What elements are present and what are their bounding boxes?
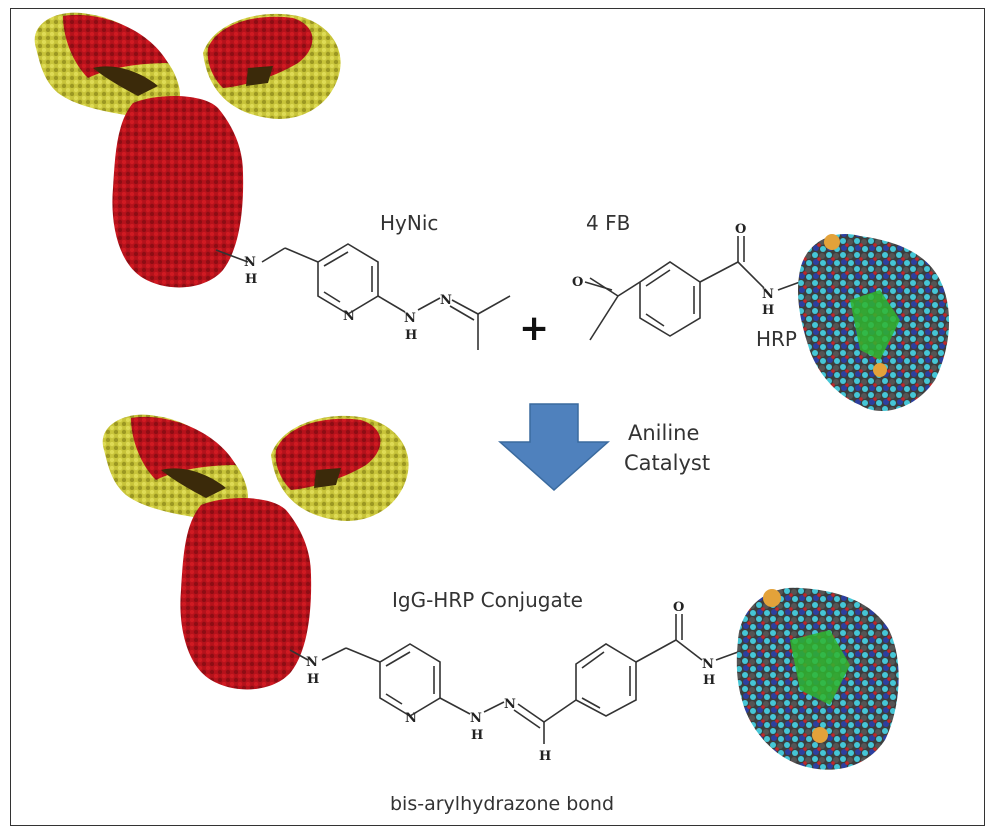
atom-ketone-o: O <box>572 275 583 290</box>
hrp-top-orange-atom-2 <box>873 363 887 377</box>
catalyst-label-line1: Aniline <box>628 421 699 445</box>
reaction-arrow <box>498 403 610 492</box>
atom-amide-h-bot: H <box>703 673 715 688</box>
atom-pyr-n-top: N <box>343 309 355 324</box>
atom-hydrazine-h-bot: H <box>471 728 483 743</box>
fourfb-structure <box>584 236 801 341</box>
atom-hydrazine-n2-bot: N <box>504 697 516 712</box>
hrp-top-orange-atom <box>824 234 840 250</box>
label-hynic: HyNic <box>380 211 438 235</box>
atom-hydrazine-n1-top: N <box>404 311 416 326</box>
atom-amide-n-bot: N <box>702 657 714 672</box>
atom-amide-o-bot: O <box>673 600 684 615</box>
atom-nh-bot: N <box>306 655 318 670</box>
atom-nh-top: N <box>244 255 256 270</box>
atom-h-bot: H <box>307 672 319 687</box>
catalyst-label-line2: Catalyst <box>624 451 710 475</box>
atom-hydrazine-h-top: H <box>405 328 417 343</box>
atom-hydrazine-n1-bot: N <box>470 711 482 726</box>
conjugate-structure <box>289 614 739 744</box>
atom-h-top: H <box>245 272 257 287</box>
label-hrp: HRP <box>756 327 797 351</box>
atom-amide-h-top: H <box>762 303 774 318</box>
hynic-structure <box>215 243 511 350</box>
atom-pyr-n-bot: N <box>405 711 417 726</box>
hrp-bottom-green-patch <box>790 630 850 705</box>
label-conjugate: IgG-HRP Conjugate <box>392 588 583 612</box>
antibody-top <box>34 12 341 288</box>
hrp-bottom-orange-atom <box>763 589 781 607</box>
antibody-bottom <box>102 414 409 690</box>
atom-amide-o-top: O <box>735 222 746 237</box>
label-4fb: 4 FB <box>586 211 630 235</box>
atom-ch-h-bot: H <box>539 749 551 764</box>
atom-amide-n-top: N <box>762 287 774 302</box>
atom-hydrazine-n2-top: N <box>440 293 452 308</box>
hrp-top-green-patch <box>850 290 900 360</box>
hrp-bottom-orange-atom-2 <box>812 727 828 743</box>
label-bond: bis-arylhydrazone bond <box>390 793 614 815</box>
plus-sign: + <box>519 308 549 349</box>
